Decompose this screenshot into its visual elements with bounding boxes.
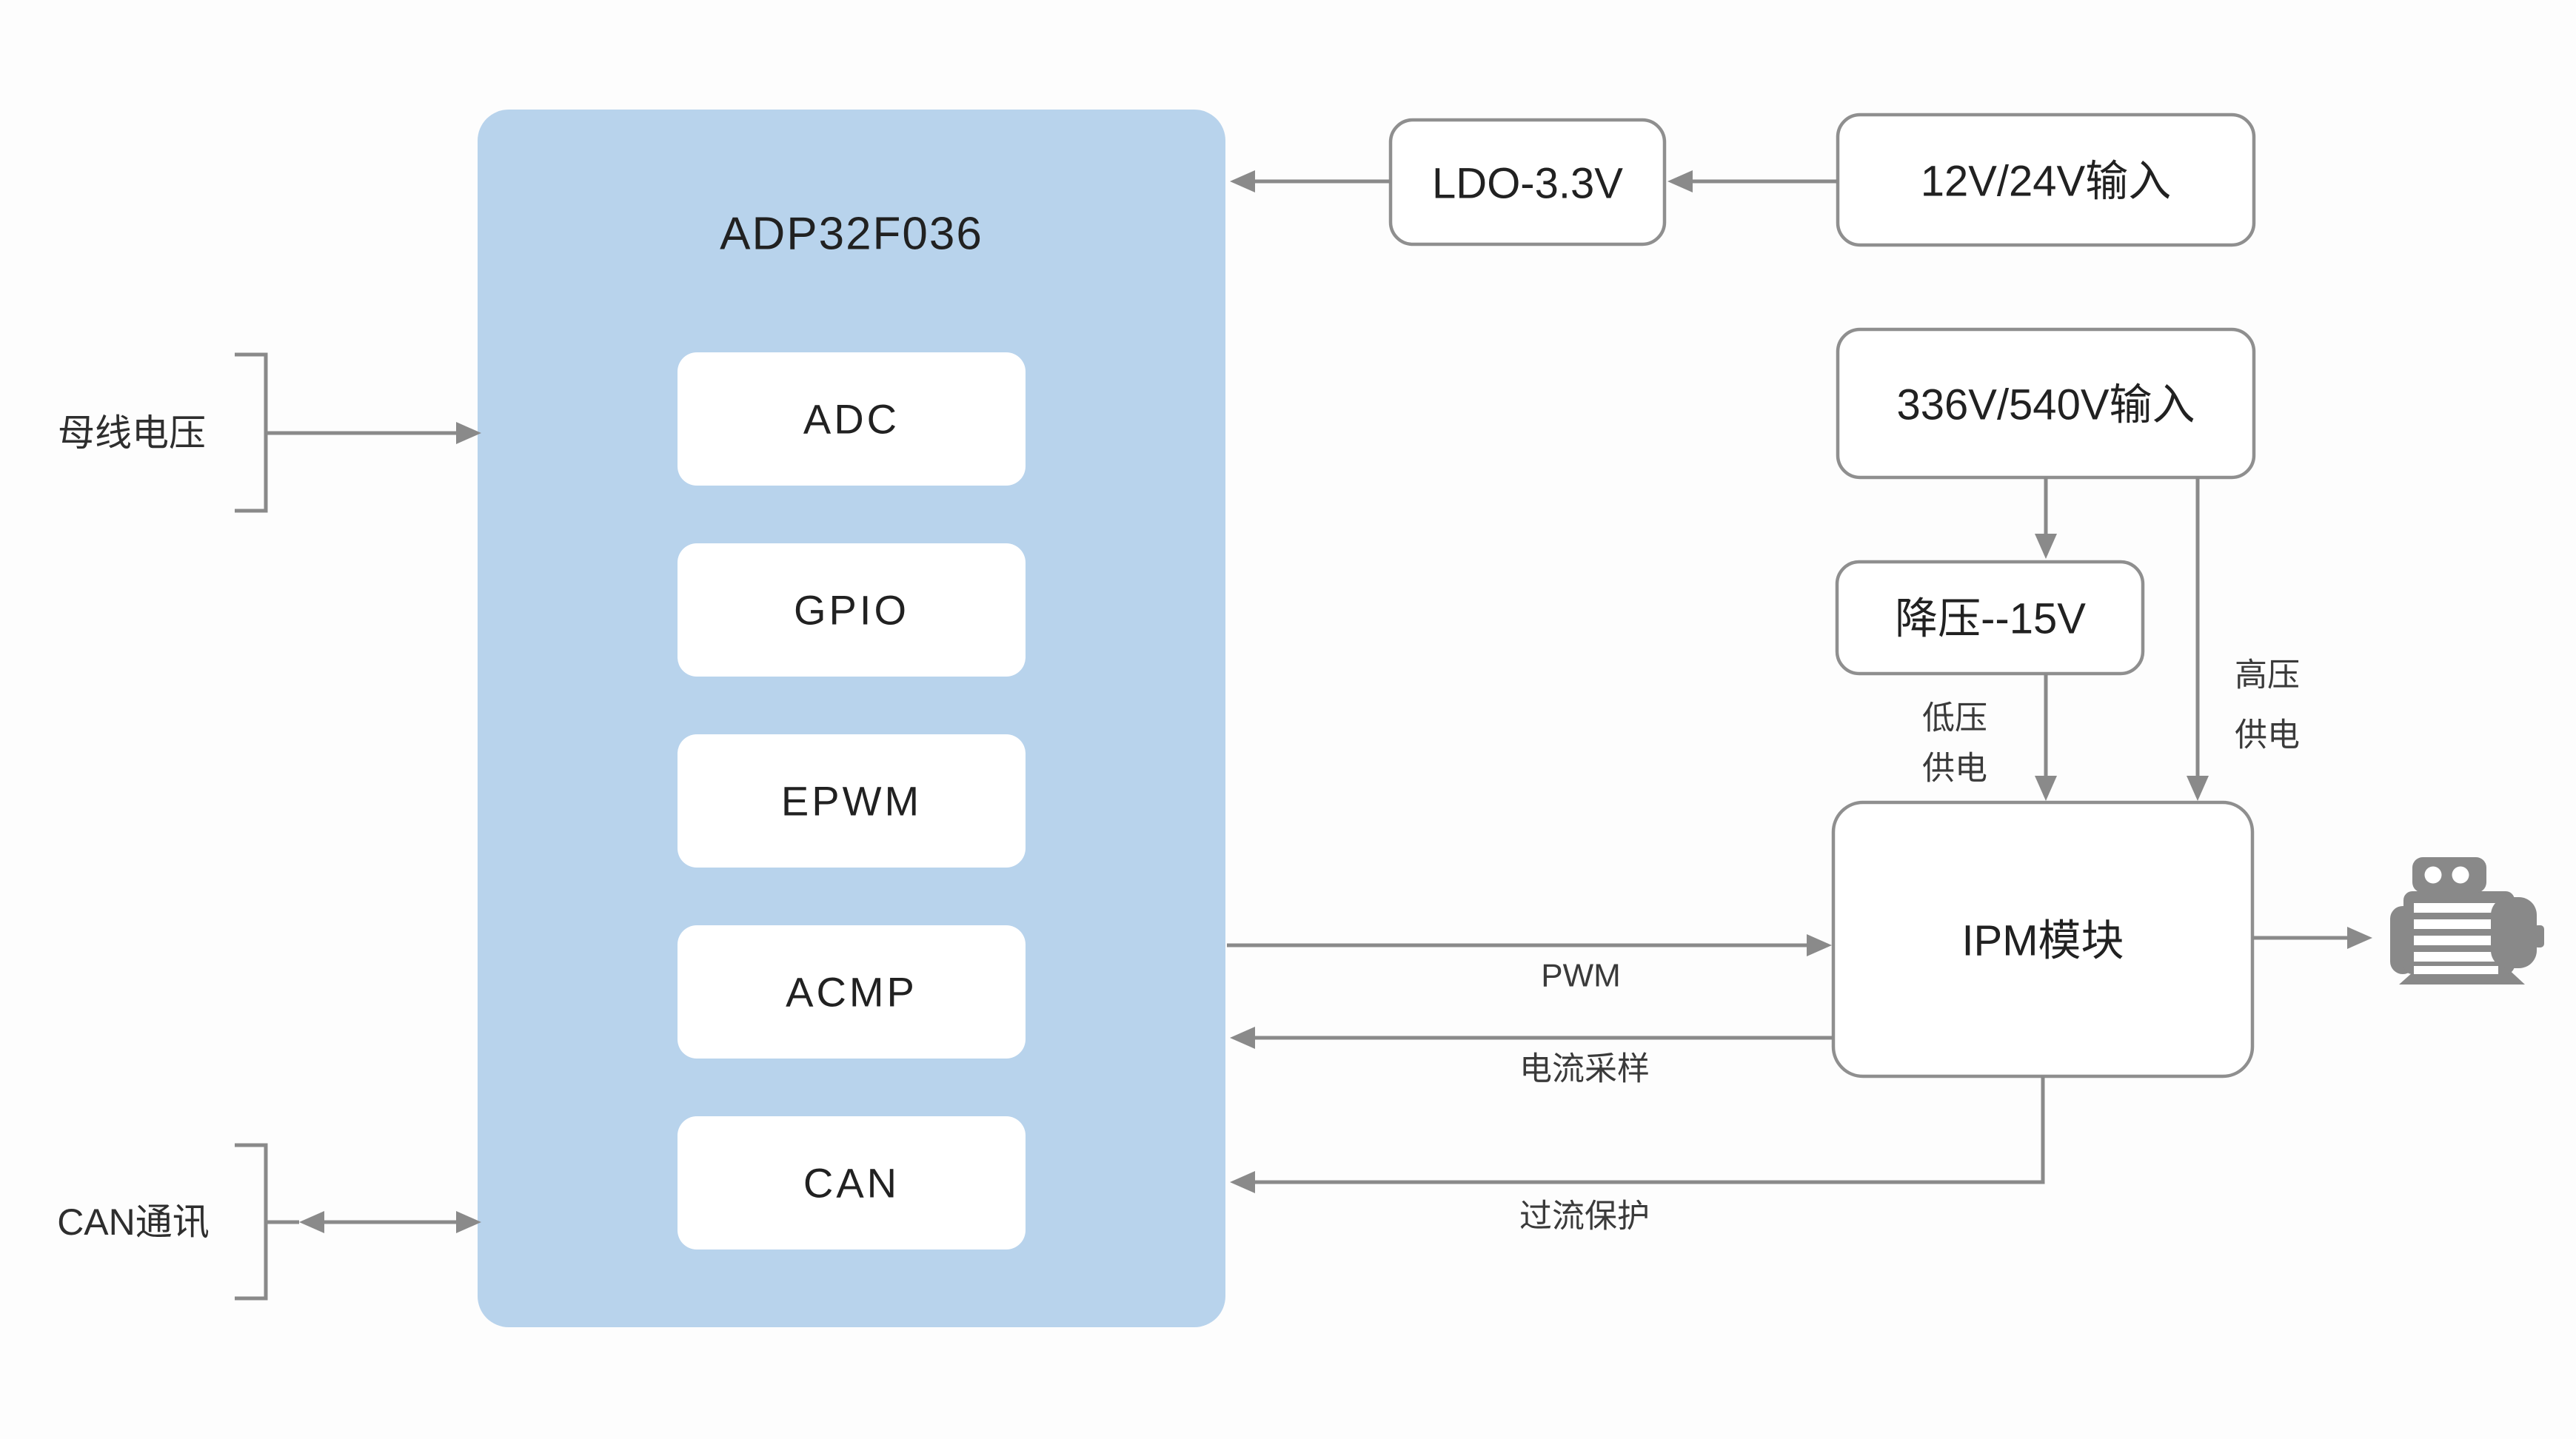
svg-text:低压: 低压 [1922,700,1987,737]
module-label-can: CAN [803,1160,900,1207]
pwm-label: PWM [1541,958,1621,994]
arrow-current-sample-to-mcu [1230,1027,1833,1049]
mcu-block: ADP32F036 ADC GPIO EPWM ACMP CAN [478,110,1225,1327]
arrow-can-comm-bidirectional [266,1211,481,1233]
ldo-label: LDO-3.3V [1432,160,1623,208]
arrow-pwm-to-ipm [1227,934,1832,956]
arrow-buck-to-ipm [2035,674,2057,801]
ipm-block: IPM模块 [1831,800,2255,1079]
svg-text:供电: 供电 [1922,751,1987,787]
arrow-ipm-to-motor [2252,927,2372,949]
module-label-gpio: GPIO [794,587,909,634]
arrow-high-voltage-to-ipm [2187,477,2209,801]
can-comm-label: CAN通讯 [57,1201,210,1243]
can-comm-bracket [235,1143,268,1301]
arrow-336v-to-buck [2035,477,2057,559]
motor-icon [2390,857,2544,985]
bus-voltage-label: 母线电压 [58,412,206,454]
buck-15v-box [1835,560,2145,676]
buck-15v-label: 降压--15V [1895,595,2086,643]
svg-text:高压: 高压 [2235,657,2300,694]
module-label-epwm: EPWM [781,778,922,825]
module-box-gpio [678,543,1026,677]
input-336v-540v-label: 336V/540V输入 [1896,381,2195,429]
current-sample-label: 电流采样 [1519,1051,1650,1087]
low-voltage-supply-label: 低压 供电 [1922,700,1987,787]
overcurrent-protect-label: 过流保护 [1519,1198,1650,1235]
input-336v-540v-block: 336V/540V输入 [1836,327,2256,480]
buck-15v-block: 降压--15V [1835,560,2145,676]
module-box-acmp [678,925,1026,1059]
high-voltage-supply-label: 高压 供电 [2235,657,2300,754]
module-box-adc [678,352,1026,486]
ipm-label: IPM模块 [1961,917,2124,965]
arrow-12v-to-ldo [1667,170,1838,192]
arrow-overcurrent-to-mcu [1230,1076,2045,1193]
input-12v-24v-label: 12V/24V输入 [1921,158,2172,206]
arrow-bus-voltage-to-mcu [266,422,481,444]
input-12v-24v-block: 12V/24V输入 [1836,113,2256,247]
mcu-title: ADP32F036 [720,209,983,260]
arrow-ldo-to-mcu [1230,170,1391,192]
module-box-epwm [678,734,1026,868]
bus-voltage-bracket [235,352,268,513]
svg-text:供电: 供电 [2235,717,2300,754]
mcu-box [478,110,1225,1327]
module-label-adc: ADC [803,396,900,443]
module-box-can [678,1116,1026,1250]
module-label-acmp: ACMP [786,969,917,1016]
ldo-block: LDO-3.3V [1388,118,1667,246]
